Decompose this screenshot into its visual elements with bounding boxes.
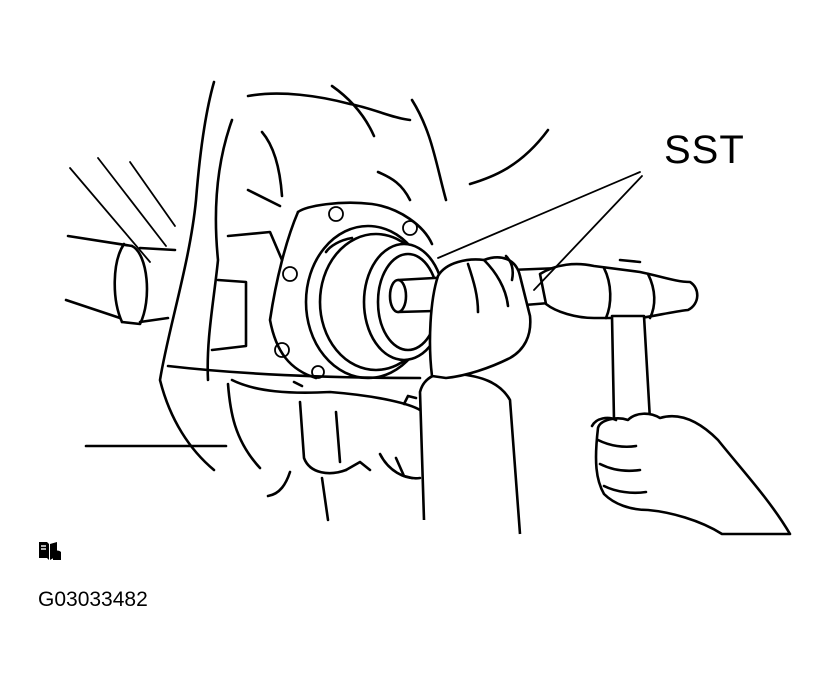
axle-housing	[158, 80, 550, 522]
right-hand	[590, 412, 792, 536]
sst-leader-lines	[437, 171, 643, 291]
bearing-retainer	[268, 201, 434, 380]
left-hand	[418, 254, 532, 535]
sst-callout-label: SST	[664, 128, 745, 172]
axle-shaft	[64, 157, 228, 448]
figure-code: G03033482	[38, 588, 148, 611]
book-hand-icon	[39, 542, 61, 560]
